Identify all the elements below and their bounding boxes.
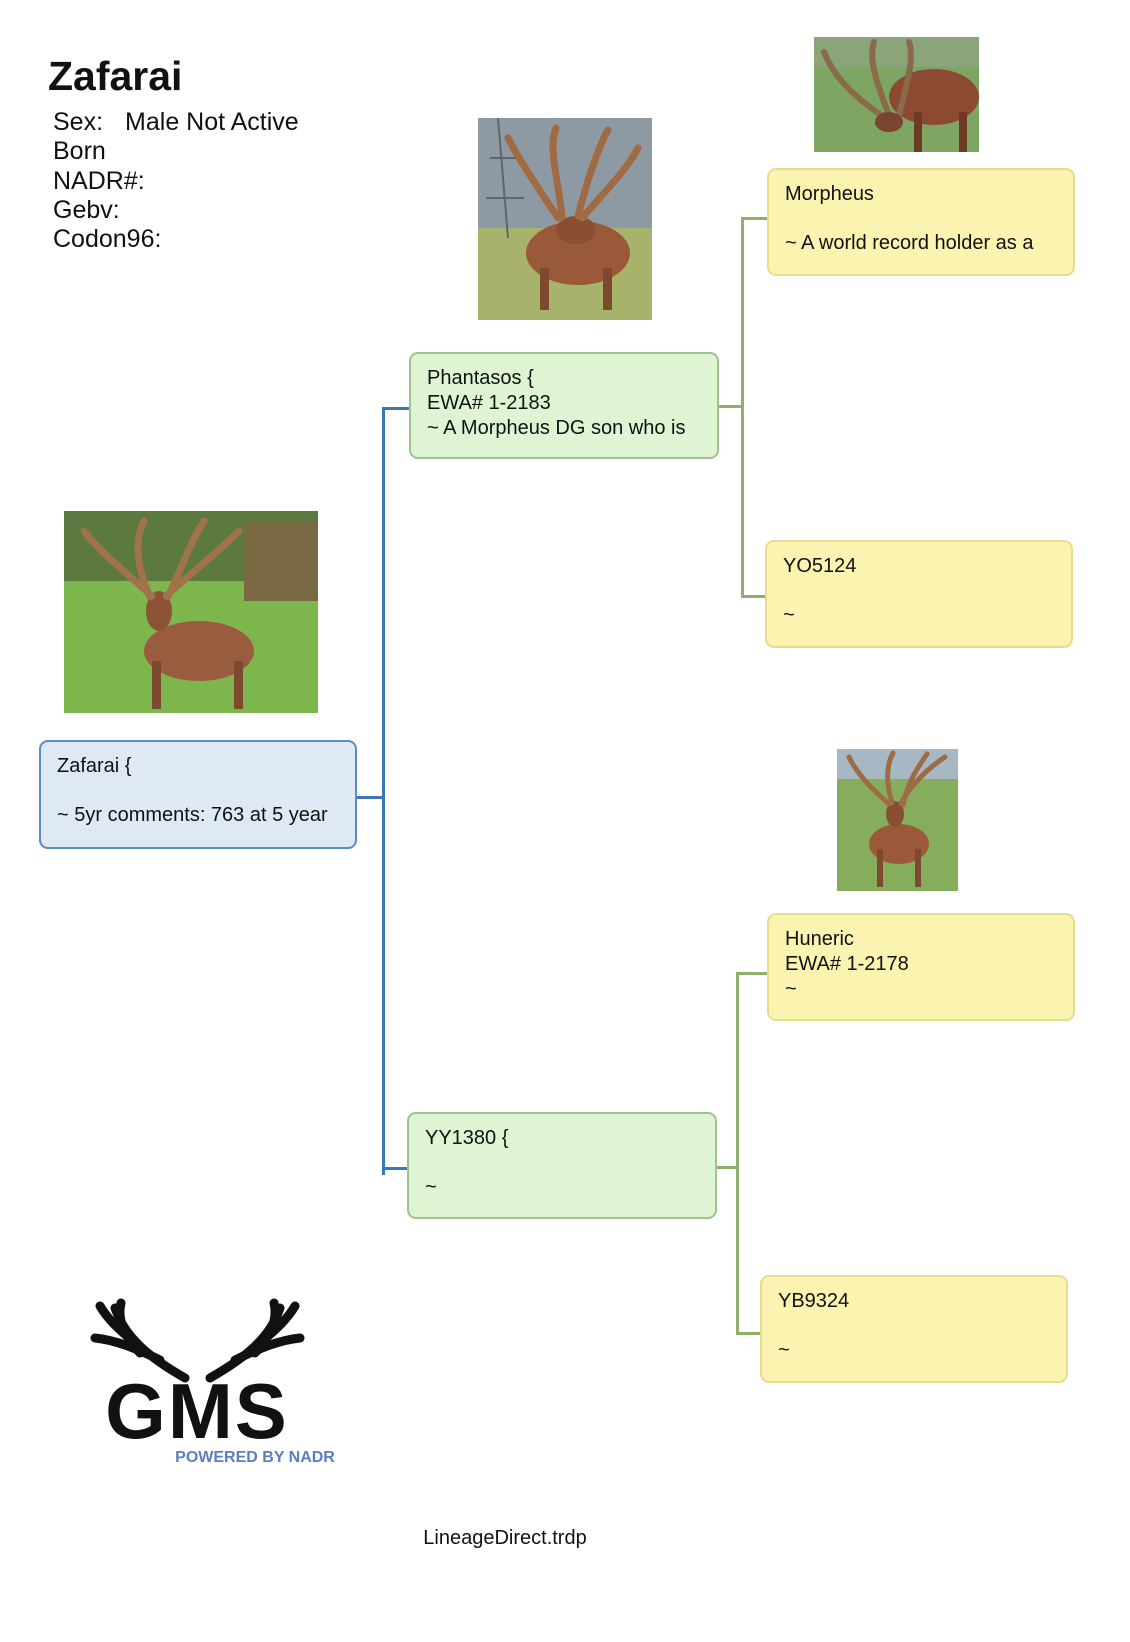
subject-comment: ~ 5yr comments: 763 at 5 year: [57, 804, 328, 826]
connector-to-dam: [382, 1167, 407, 1170]
subject-card[interactable]: Zafarai { ~ 5yr comments: 763 at 5 year: [39, 740, 357, 849]
subject-name: Zafarai {: [57, 755, 132, 777]
animal-name-title: Zafarai: [48, 53, 183, 99]
logo-tagline: POWERED BY NADR: [175, 1449, 335, 1466]
footer-filename: LineageDirect.trdp: [423, 1527, 587, 1549]
sire-dam-name: YO5124: [783, 555, 857, 577]
sire-ewa: EWA# 1-2183: [427, 392, 551, 414]
dam-sire-comment: ~: [785, 978, 797, 1000]
connector-sire-out: [718, 405, 743, 408]
sire-comment: ~ A Morpheus DG son who is: [427, 417, 686, 439]
gebv-label: Gebv:: [53, 196, 120, 224]
antlers-icon: GMS POWERED BY NADR: [90, 1298, 335, 1466]
sex-value: Male Not Active: [125, 108, 299, 136]
sire-sire-card[interactable]: Morpheus ~ A world record holder as a: [767, 168, 1075, 276]
sire-photo: [478, 118, 652, 320]
connector-sire-vertical: [741, 217, 744, 598]
sire-sire-photo: [814, 37, 979, 152]
dam-sire-ewa: EWA# 1-2178: [785, 953, 909, 975]
dam-sire-name: Huneric: [785, 928, 854, 950]
dam-sire-card[interactable]: Huneric EWA# 1-2178 ~: [767, 913, 1075, 1021]
connector-to-sire-dam: [741, 595, 765, 598]
sire-card[interactable]: Phantasos { EWA# 1-2183 ~ A Morpheus DG …: [409, 352, 719, 459]
connector-to-dam-dam: [736, 1332, 760, 1335]
nadr-label: NADR#:: [53, 167, 145, 195]
sex-label: Sex:: [53, 108, 104, 136]
connector-dam-out: [716, 1166, 738, 1169]
dam-name: YY1380 {: [425, 1127, 509, 1149]
sire-sire-name: Morpheus: [785, 183, 874, 205]
logo-text: GMS: [105, 1367, 289, 1455]
sire-sire-comment: ~ A world record holder as a: [785, 232, 1034, 254]
gms-logo: GMS POWERED BY NADR: [55, 1298, 340, 1468]
dam-dam-card[interactable]: YB9324 ~: [760, 1275, 1068, 1383]
connector-to-dam-sire: [736, 972, 767, 975]
codon96-label: Codon96:: [53, 225, 162, 253]
dam-dam-name: YB9324: [778, 1290, 850, 1312]
subject-photo: [64, 511, 318, 713]
dam-sire-photo: [837, 749, 958, 891]
connector-parents-vertical: [382, 407, 385, 1175]
dam-dam-comment: ~: [778, 1339, 790, 1361]
connector-to-sire-sire: [741, 217, 767, 220]
sire-name: Phantasos {: [427, 367, 534, 389]
sex-row: Sex: Male Not Active: [53, 107, 299, 137]
born-label: Born: [53, 137, 106, 165]
sire-dam-comment: ~: [783, 604, 795, 626]
dam-comment: ~: [425, 1176, 437, 1198]
dam-card[interactable]: YY1380 { ~: [407, 1112, 717, 1219]
connector-to-sire: [382, 407, 409, 410]
sire-dam-card[interactable]: YO5124 ~: [765, 540, 1073, 648]
connector-subject: [356, 796, 384, 799]
connector-dam-vertical: [736, 972, 739, 1335]
